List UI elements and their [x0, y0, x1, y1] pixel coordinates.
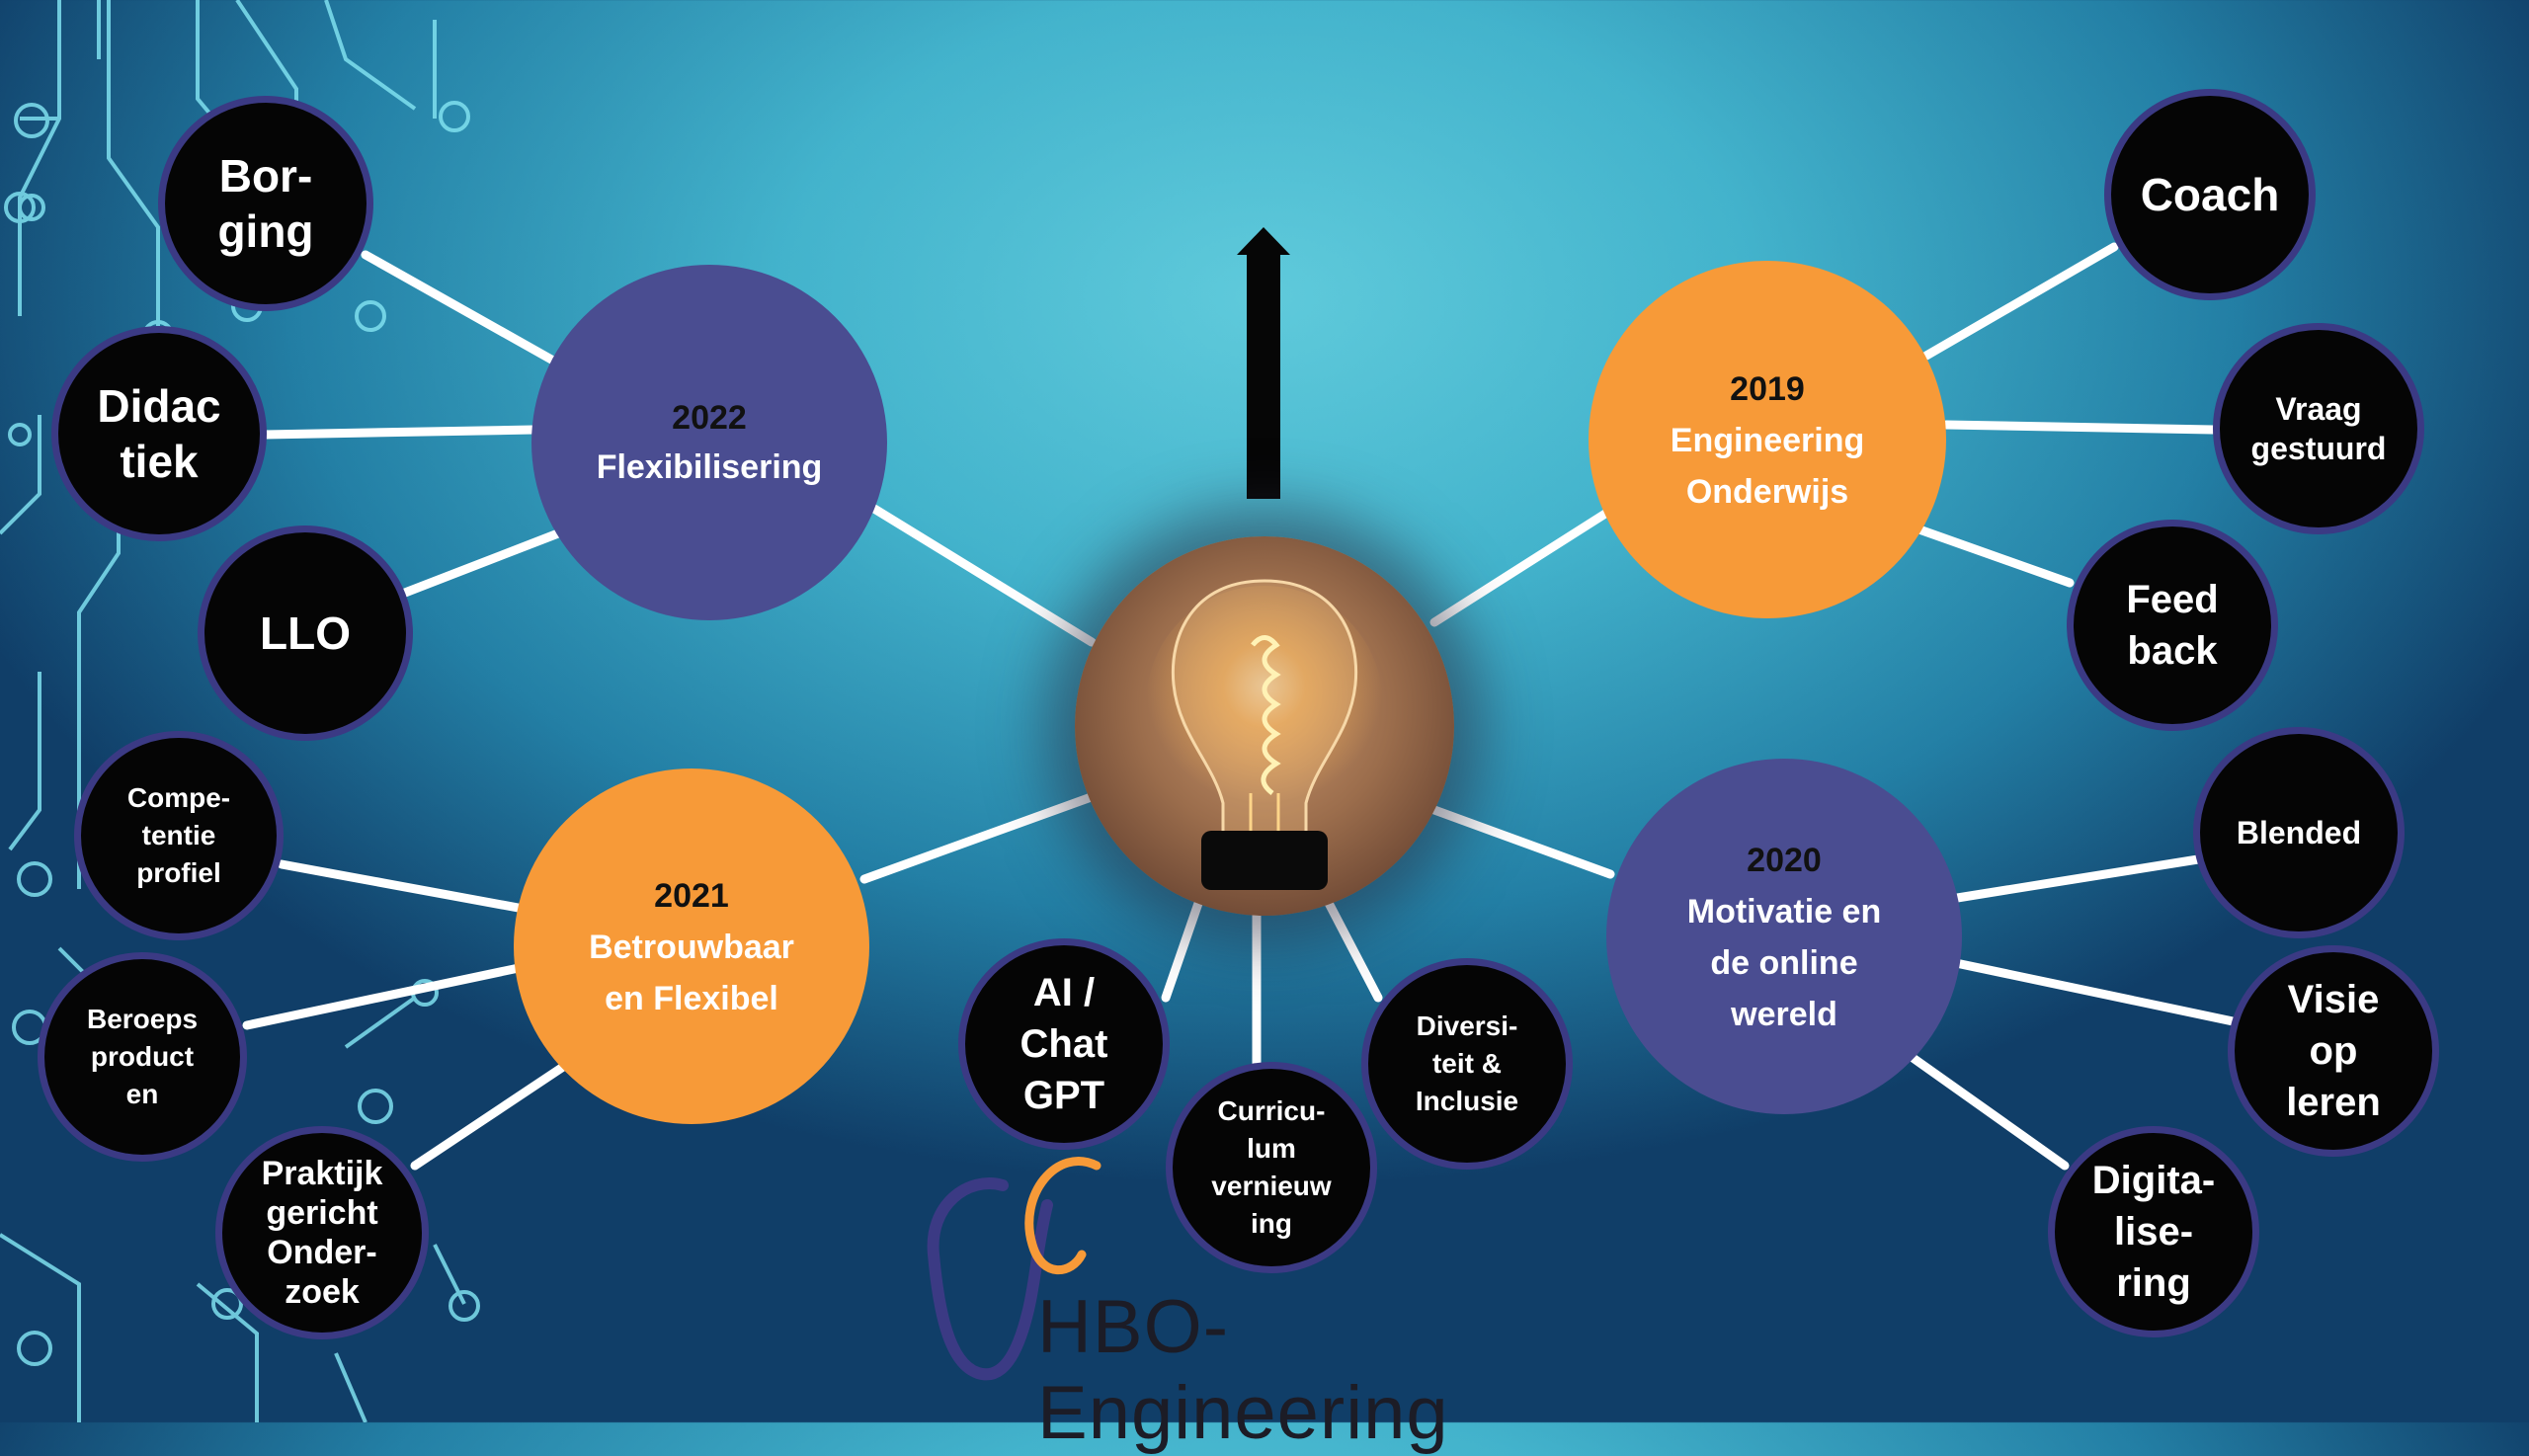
hub-label: Betrouwbaar en Flexibel	[589, 929, 794, 1017]
leaf-ai-chatgpt: AI / Chat GPT	[958, 938, 1170, 1150]
hub-label: Motivatie en de online wereld	[1686, 893, 1882, 1033]
leaf-didactiek: Didac tiek	[51, 326, 267, 541]
connector-lines	[242, 242, 2243, 1171]
hub-year: 2020	[1747, 842, 1822, 879]
leaf-coach: Coach	[2104, 89, 2316, 300]
hub-year: 2021	[654, 877, 729, 915]
leaf-label: Didac tiek	[97, 380, 221, 487]
hub-label: Engineering Onderwijs	[1670, 422, 1865, 511]
hub-label: Flexibilisering	[596, 448, 823, 486]
leaf-label: Bor- ging	[217, 150, 314, 257]
hbo-engineering-logo: HBO-Engineering	[909, 1136, 1640, 1455]
leaf-label: Compe- tentie profiel	[126, 782, 231, 888]
leaf-borging: Bor- ging	[158, 96, 373, 311]
leaf-blended: Blended	[2193, 727, 2405, 938]
leaf-label: Diversi- teit & Inclusie	[1415, 1011, 1519, 1116]
leaf-llo: LLO	[198, 526, 413, 741]
hub-year: 2022	[672, 399, 747, 437]
leaf-label: Curricu- lum vernieuw ing	[1211, 1095, 1332, 1239]
leaf-label: Blended	[2236, 815, 2362, 850]
hub-year: 2019	[1730, 370, 1805, 408]
leaf-beroepsproducten: Beroeps product en	[38, 952, 247, 1162]
leaf-praktijkgericht-onderzoek: Praktijk gericht Onder- zoek	[215, 1126, 429, 1339]
leaf-label: Visie op leren	[2286, 978, 2381, 1124]
leaf-label: LLO	[260, 607, 351, 659]
leaf-feedback: Feed back	[2067, 520, 2278, 731]
light-bulb-icon	[1075, 536, 1454, 916]
leaf-vraaggestuurd: Vraag gestuurd	[2213, 323, 2424, 534]
leaf-curriculumvernieuwing: Curricu- lum vernieuw ing	[1166, 1062, 1377, 1273]
leaf-label: Coach	[2140, 169, 2280, 220]
arrow-up-icon	[1237, 227, 1290, 499]
leaf-label: Digita- lise- ring	[2091, 1159, 2216, 1305]
jc-monogram-logo	[927, 1157, 1101, 1381]
leaf-competentieprofiel: Compe- tentie profiel	[74, 731, 284, 940]
leaf-label: AI / Chat GPT	[1020, 971, 1108, 1117]
leaf-visie-op-leren: Visie op leren	[2228, 945, 2439, 1157]
leaf-digitalisering: Digita- lise- ring	[2048, 1126, 2259, 1337]
leaf-label: Beroeps product en	[86, 1004, 199, 1109]
leaf-label: Praktijk gericht Onder- zoek	[261, 1155, 383, 1311]
logo-text: HBO-Engineering	[1037, 1285, 1449, 1455]
leaf-diversiteit-inclusie: Diversi- teit & Inclusie	[1361, 958, 1573, 1170]
leaf-label: Feed back	[2126, 578, 2219, 673]
leaf-label: Vraag gestuurd	[2250, 391, 2387, 466]
